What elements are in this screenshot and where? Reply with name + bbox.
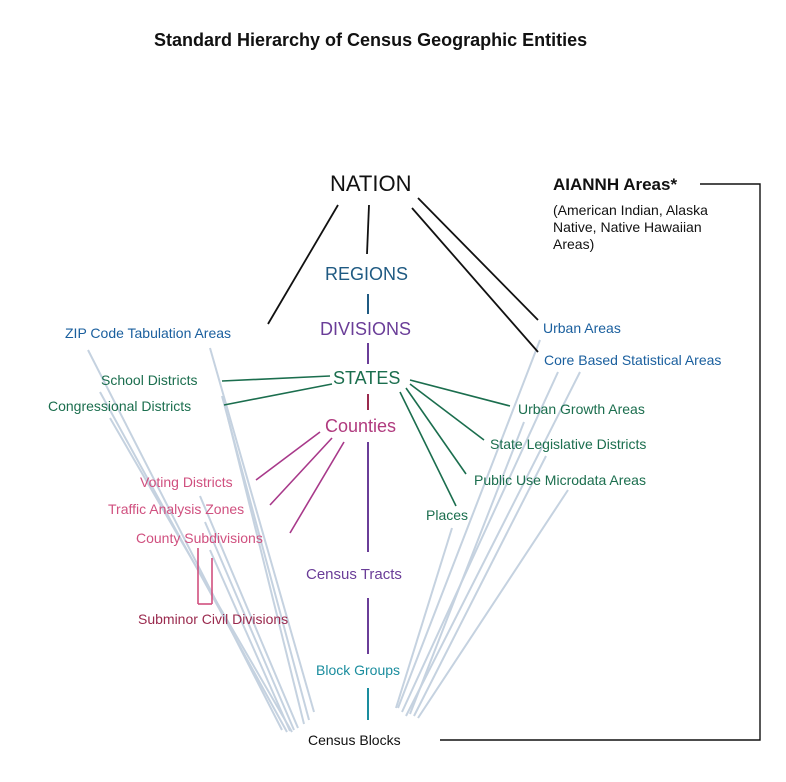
- aiannh-bracket-line: [440, 183, 761, 741]
- page-title: Standard Hierarchy of Census Geographic …: [154, 30, 588, 50]
- nation-to-zcta-line: [267, 204, 339, 325]
- light-line: [409, 421, 525, 715]
- states-to-puma-line: [405, 387, 467, 475]
- node-school-districts: School Districts: [101, 372, 198, 388]
- node-zcta: ZIP Code Tabulation Areas: [65, 325, 232, 341]
- light-line: [417, 489, 569, 719]
- counties-to-voting-line: [255, 431, 321, 481]
- light-line: [204, 521, 295, 731]
- counties-to-traffic-line: [269, 437, 333, 506]
- aiannh-heading: AIANNH Areas*: [553, 175, 678, 194]
- states-to-places-line: [399, 391, 457, 507]
- light-line: [401, 371, 559, 713]
- states-connectors: [221, 375, 511, 507]
- counties-connectors: [255, 431, 345, 534]
- nation-to-cbsa-line: [411, 207, 539, 353]
- node-cbsa: Core Based Statistical Areas: [544, 352, 722, 368]
- subdivision-connectors: [197, 548, 213, 605]
- counties-to-subdivisions-line: [289, 441, 345, 534]
- node-divisions: DIVISIONS: [320, 319, 412, 339]
- light-line: [109, 417, 293, 733]
- states-to-legislative-line: [409, 383, 485, 441]
- node-subminor-civil-divisions: Subminor Civil Divisions: [138, 611, 289, 627]
- light-line: [405, 371, 581, 717]
- states-to-congressional-line: [223, 383, 333, 406]
- light-line: [397, 339, 541, 709]
- light-line: [199, 495, 299, 729]
- states-to-school-line: [221, 375, 331, 382]
- nation-to-urban-areas-line: [417, 197, 539, 321]
- node-urban-areas: Urban Areas: [543, 320, 621, 336]
- light-line: [413, 455, 547, 717]
- node-places: Places: [426, 507, 469, 523]
- light-line: [209, 347, 315, 713]
- light-line: [87, 349, 283, 731]
- light-line: [209, 549, 291, 732]
- node-regions: REGIONS: [325, 264, 409, 284]
- node-urban-growth-areas: Urban Growth Areas: [518, 401, 645, 417]
- node-county-subdivisions: County Subdivisions: [136, 530, 263, 546]
- node-traffic-analysis-zones: Traffic Analysis Zones: [108, 501, 245, 517]
- node-puma: Public Use Microdata Areas: [474, 472, 646, 488]
- node-census-tracts: Census Tracts: [306, 566, 402, 583]
- node-state-legislative-districts: State Legislative Districts: [490, 436, 647, 452]
- light-line: [227, 417, 305, 725]
- aiannh-description: (American Indian, Alaska Native, Native …: [553, 202, 708, 252]
- states-to-urban-growth-line: [409, 379, 511, 407]
- node-census-blocks: Census Blocks: [308, 732, 401, 748]
- node-voting-districts: Voting Districts: [140, 474, 233, 490]
- node-nation: NATION: [330, 171, 412, 196]
- node-block-groups: Block Groups: [316, 662, 401, 678]
- node-counties: Counties: [325, 416, 397, 436]
- nation-to-regions-line: [366, 204, 370, 255]
- light-line: [395, 527, 453, 709]
- light-connector-group: [87, 339, 581, 733]
- node-states: STATES: [333, 368, 401, 388]
- nation-connectors: [267, 197, 539, 353]
- node-congressional-districts: Congressional Districts: [48, 398, 192, 414]
